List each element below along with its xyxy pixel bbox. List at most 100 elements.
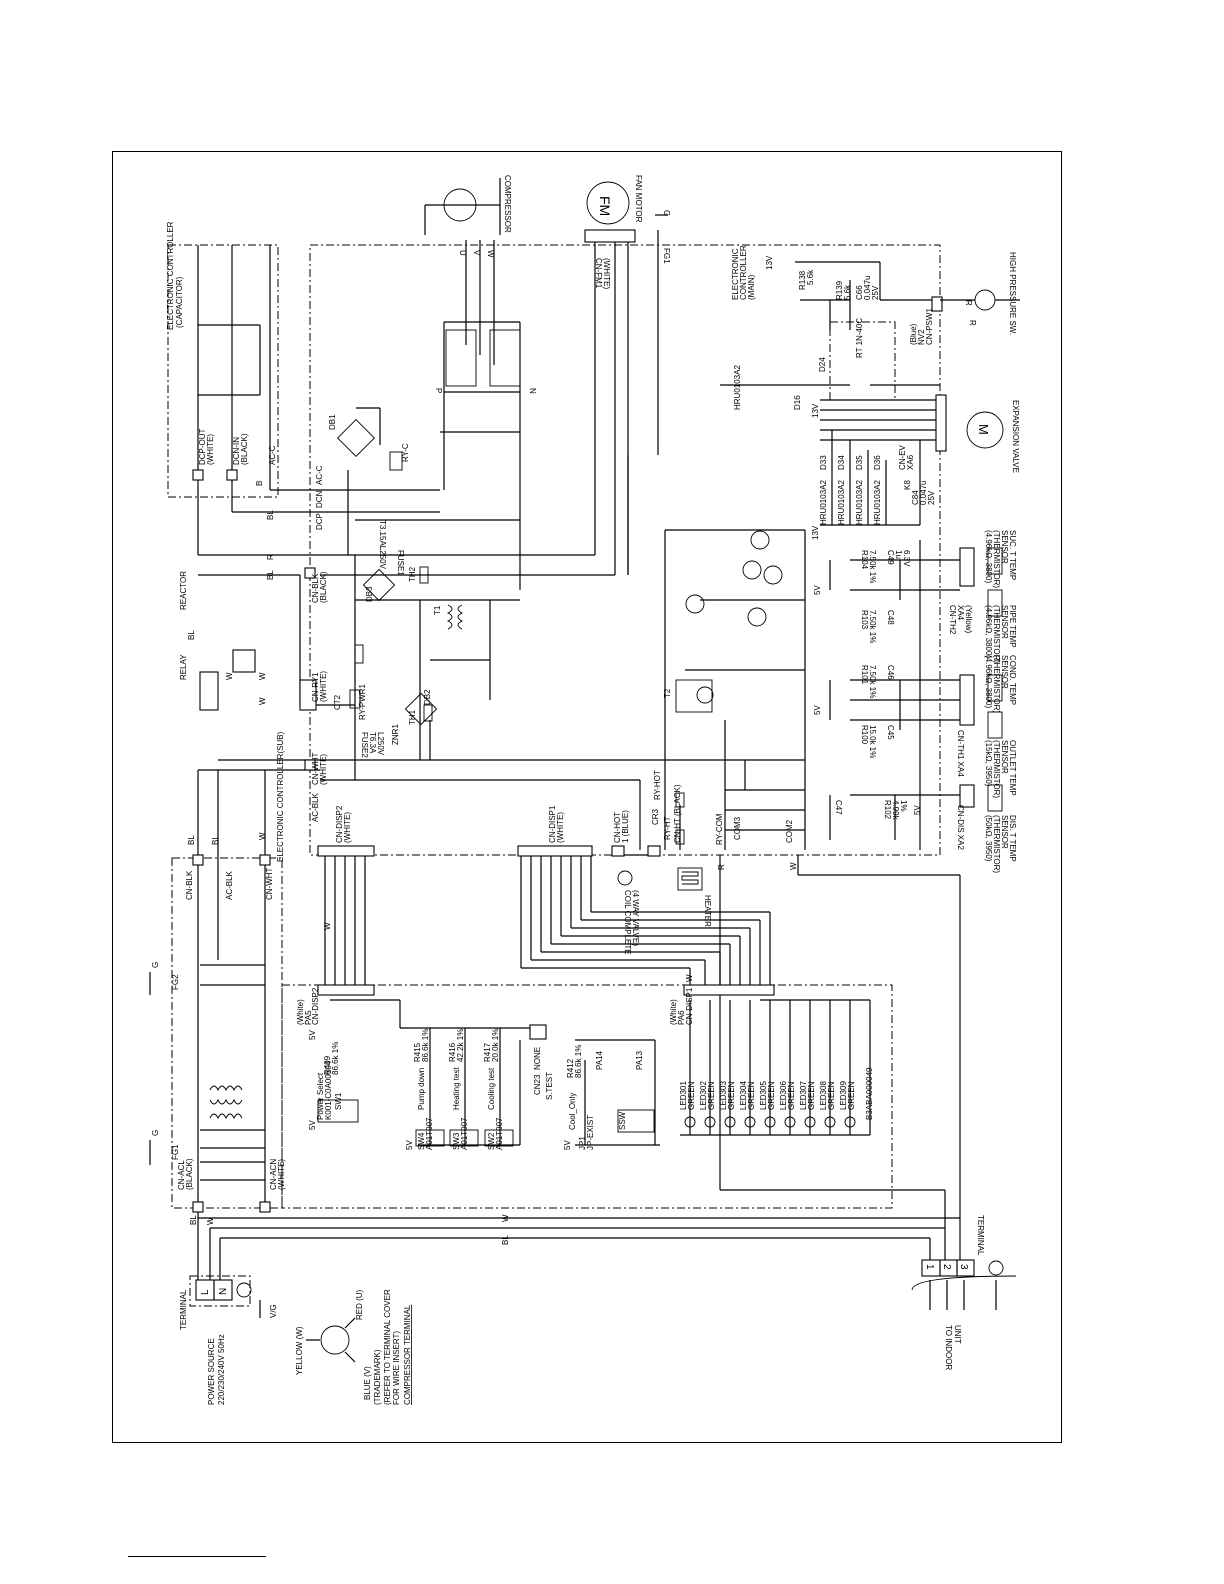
label-hrd-d36: HRU0103A2 [873, 480, 882, 525]
label-a01t007-sw2: A01T007 [495, 1117, 504, 1150]
label-sensor-dis-2: SENSOR [1000, 815, 1009, 849]
compressor-w: W [486, 250, 495, 258]
label-cn-th1-xa4: CN-TH1 XA4 [956, 730, 965, 777]
label-r104: R104 [860, 550, 869, 570]
label-r104-val: 7.50k 1% [868, 550, 877, 583]
label-led301: LED301 [679, 1081, 688, 1110]
wire-label-r-1: R [266, 554, 275, 560]
label-c45: C45 [886, 725, 895, 740]
label-sensor-dis-3: (THERMISTOR) [992, 815, 1001, 873]
label-pa6: PA6 [677, 1010, 686, 1025]
label-dcn-in: DCN-IN [232, 437, 241, 465]
label-r139: R139 [835, 280, 844, 300]
wire-label-w-5: W [206, 1217, 215, 1225]
label-ec-capacitor-2: (CAPACITOR) [175, 276, 184, 328]
label-sw1: SW1 [334, 1092, 343, 1110]
label-sensor-cond-3: (THERMISTOR) [992, 655, 1001, 713]
label-5v-c: 5V [913, 805, 922, 815]
label-rt: RT 1N-40C [855, 318, 864, 358]
label-dcp-out-color: (WHITE) [206, 434, 215, 465]
wire-label-b: B [255, 481, 264, 486]
label-r100-val: 15.0k 1% [868, 725, 877, 758]
label-trademark: (TRADEMARK) [373, 1349, 382, 1405]
label-c66-val: 0.047u [863, 276, 872, 300]
label-r417: R417 [483, 1042, 492, 1062]
label-hrd-d35: HRU0103A2 [855, 480, 864, 525]
label-cn-disp1: CN-DISP1 [548, 805, 557, 843]
label-cn-hot: CN-HOT [613, 812, 622, 843]
label-cn-disp2-sub: CN-DISP2 [311, 987, 320, 1025]
wire-label-bl-2: BL [266, 570, 275, 580]
label-c47: C47 [834, 800, 843, 815]
label-green-5: GREEN [767, 1081, 776, 1110]
label-ec-capacitor-1: ELECTRONIC CONTROLLER [166, 221, 175, 330]
label-sensor-suc-1: SUC. T TEMP [1008, 530, 1017, 580]
label-dcp: DCP [315, 513, 324, 530]
ground-g-1: G [151, 962, 160, 968]
label-fuse2-rating-1: T6.3A [368, 732, 377, 754]
label-cn-psw1-color: (Blue) [909, 323, 918, 345]
label-cn-th2: CN-TH2 [948, 605, 957, 635]
label-sw2: SW2 [487, 1132, 496, 1150]
label-relay: RELAY [179, 654, 188, 680]
label-led304: LED304 [739, 1081, 748, 1110]
label-c49-v: 6.3V [902, 550, 911, 567]
label-r102-val: 4.99k [891, 800, 900, 821]
label-m: M [976, 424, 991, 435]
label-green-2: GREEN [707, 1081, 716, 1110]
label-cn-wht: CN-WHT [311, 752, 320, 785]
wire-label-bl-1: BL [266, 510, 275, 520]
label-r416-val: 42.2k 1% [456, 1029, 465, 1062]
label-r417-val: 20.0k 1% [491, 1029, 500, 1062]
bridge-p: P [434, 388, 443, 393]
label-r102-pct: 1% [899, 800, 908, 812]
label-power-select: Power Select [316, 1072, 325, 1120]
wire-label-w-6: W [501, 1214, 510, 1222]
label-heating-test: Heating test [452, 1067, 461, 1110]
label-red-u: RED (U) [355, 1289, 364, 1320]
indoor-terminal-block [921, 1259, 975, 1277]
label-r101: R101 [860, 665, 869, 685]
label-r138: R138 [798, 270, 807, 290]
label-ac-blk-sub: AC-BLK [225, 870, 234, 900]
label-r416: R416 [448, 1042, 457, 1062]
label-cn-acn: CN-ACN [269, 1159, 278, 1190]
label-yellow: (Yellow) [964, 605, 973, 633]
label-c48: C48 [886, 610, 895, 625]
label-fg1: FG1 [662, 248, 671, 264]
label-none: NONE [533, 1047, 542, 1070]
label-db3: DB3 [365, 586, 374, 602]
label-green-1: GREEN [687, 1081, 696, 1110]
label-sensor-cond-4: (4.96kΩ, 3800) [984, 655, 993, 708]
label-led308: LED308 [819, 1081, 828, 1110]
label-fuse1-rating: T3.15AL250V [378, 520, 387, 570]
label-ac-c-main: AC-C [315, 465, 324, 485]
label-r409-val: 86.6k 1% [331, 1042, 340, 1075]
label-green-7: GREEN [807, 1081, 816, 1110]
footer-rule [128, 1556, 266, 1557]
label-ct2: CT2 [333, 694, 342, 710]
label-r409: R409 [323, 1055, 332, 1075]
label-cn-ht: CN-HT (BLACK) [673, 784, 682, 843]
label-13v-mid: 13V [811, 403, 820, 418]
label-to-indoor-1: TO INDOOR [944, 1325, 953, 1370]
label-cn-wht-color: (WHITE) [319, 754, 328, 785]
label-b3aba: B3ABA000049 [865, 1067, 874, 1120]
label-cr3: CR3 [651, 808, 660, 825]
label-refer-cover-1: (REFER TO TERMINAL COVER [383, 1289, 392, 1405]
label-c84: C84 [911, 490, 920, 505]
label-to-indoor-2: UNIT [953, 1325, 962, 1344]
label-cn-blk: CN-BLK [311, 573, 320, 603]
terminal-n: N [218, 1288, 229, 1295]
label-c84-val: 0.047u [919, 481, 928, 505]
ground-g-2: G [151, 1130, 160, 1136]
label-cn-acl-color: (BLACK) [185, 1158, 194, 1190]
label-t1: T1 [433, 605, 442, 615]
label-cn-fm1: CN-FM1 [594, 258, 603, 289]
label-reactor: REACTOR [179, 571, 188, 610]
label-d35: D35 [855, 455, 864, 470]
wire-label-r-4: R [968, 320, 977, 326]
label-r100: R100 [860, 725, 869, 745]
label-cn-disp2-lbl: (White) [296, 999, 305, 1025]
label-r415: R415 [413, 1042, 422, 1062]
